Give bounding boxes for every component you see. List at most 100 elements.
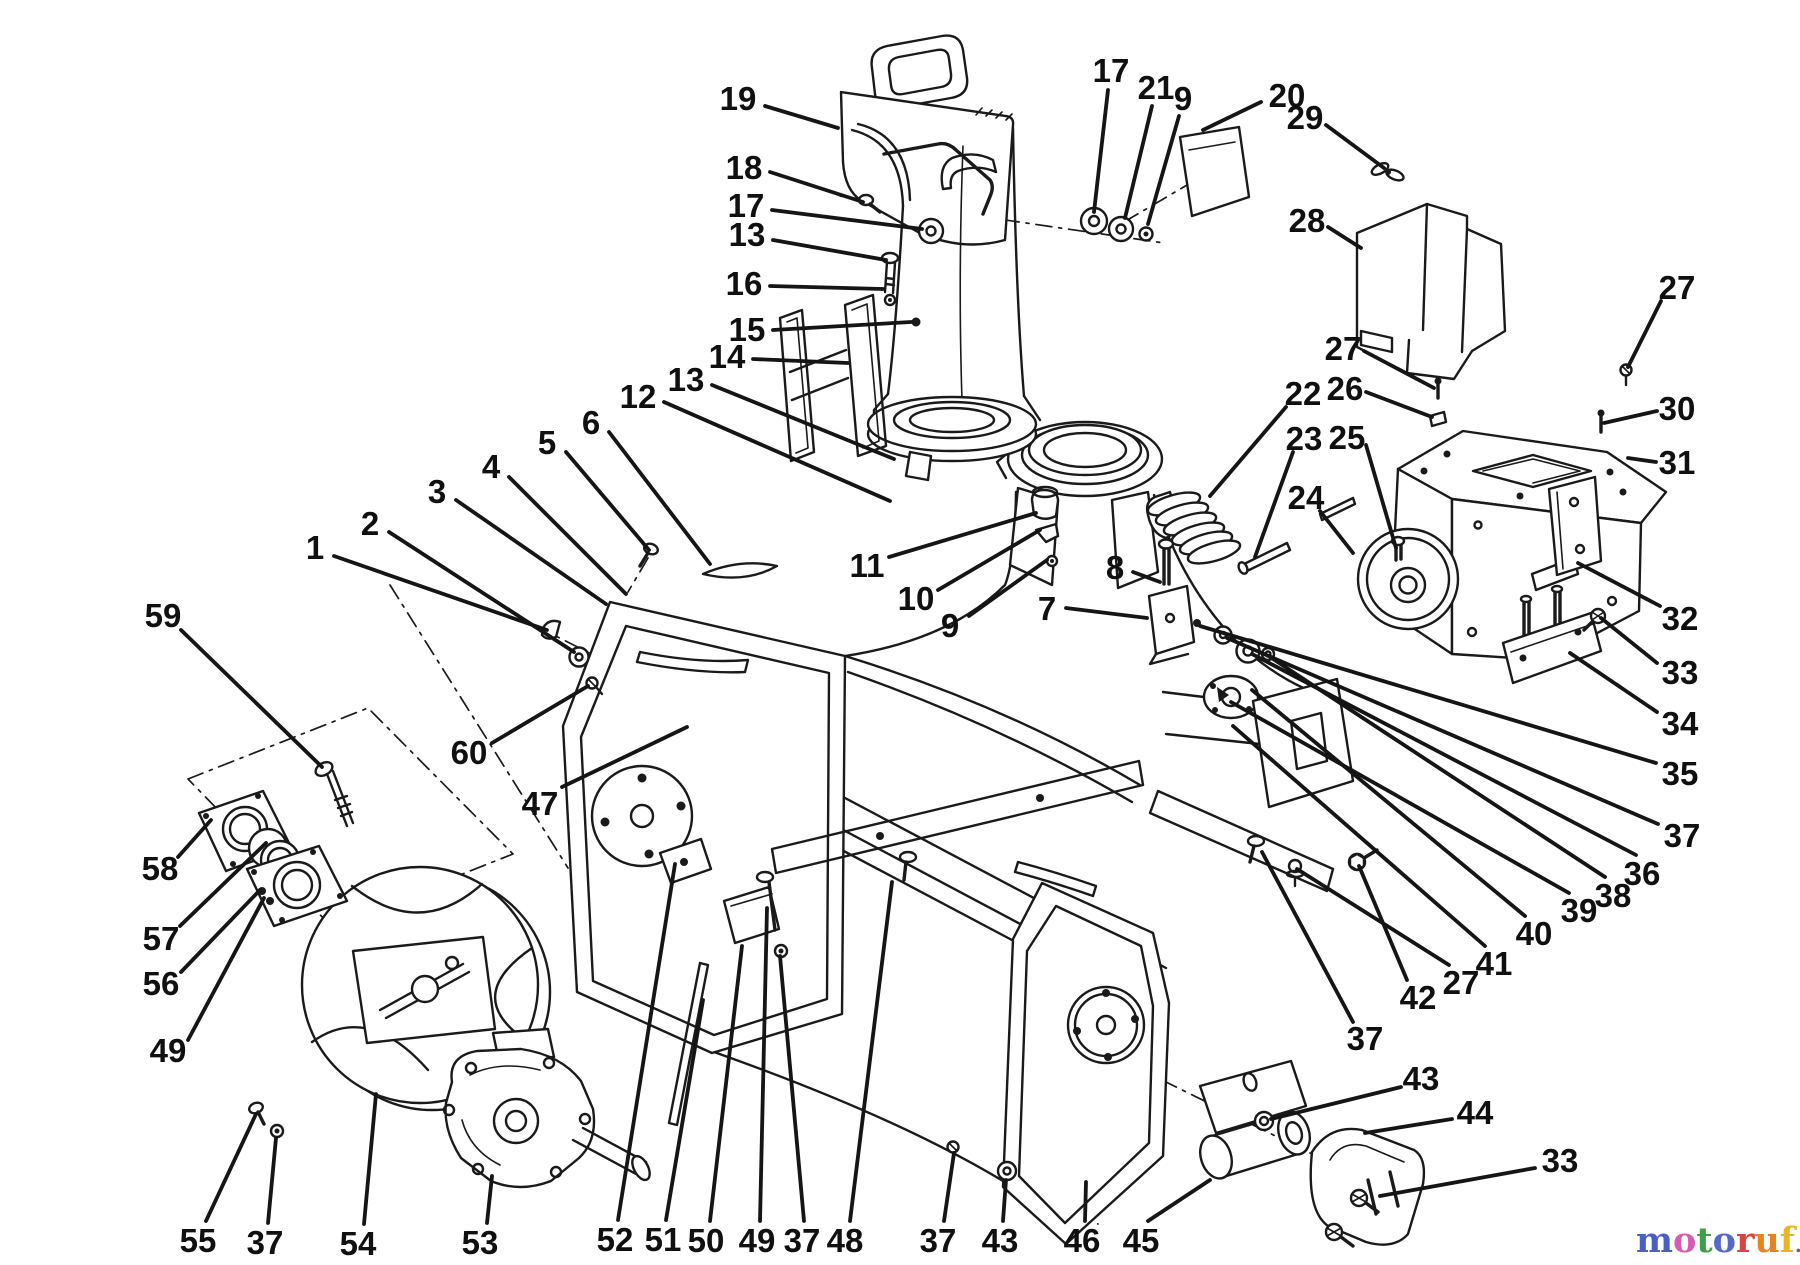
callout-label-37: 37 [920, 1222, 957, 1259]
rear-cover [1355, 162, 1507, 381]
discharge-chute [850, 122, 1042, 482]
callout-leader-10 [936, 528, 1042, 592]
callout-leader-51 [664, 998, 705, 1222]
callout-label-33: 33 [1542, 1142, 1579, 1179]
callout-leader-5 [564, 450, 651, 552]
callout-leader-27 [1295, 867, 1451, 967]
handle-console [839, 34, 1015, 246]
callout-label-9: 9 [1174, 80, 1192, 117]
callout-label-22: 22 [1285, 375, 1322, 412]
callout-leader-17 [1092, 88, 1110, 214]
drive-pulley [1356, 527, 1460, 631]
impeller [300, 865, 552, 1112]
callout-label-12: 12 [620, 378, 657, 415]
callout-leader-47 [560, 725, 689, 789]
callout-leader-60 [490, 684, 590, 745]
callout-leader-12 [662, 400, 892, 503]
washer-43b [1253, 1110, 1275, 1132]
callout-label-40: 40 [1516, 915, 1553, 952]
callout-leader-40 [1250, 688, 1527, 918]
callout-leader-15 [771, 320, 913, 332]
callout-leader-31 [1626, 456, 1658, 464]
callout-label-37: 37 [1347, 1020, 1384, 1057]
callout-label-59: 59 [145, 597, 182, 634]
callout-label-33: 33 [1662, 654, 1699, 691]
callout-leader-1 [332, 554, 549, 632]
callout-label-27: 27 [1325, 330, 1362, 367]
mounting-foot [1501, 584, 1607, 685]
callout-label-10: 10 [898, 580, 935, 617]
callout-label-16: 16 [726, 265, 763, 302]
callout-leader-4 [507, 475, 628, 596]
callout-leader-58 [176, 818, 213, 859]
callout-label-24: 24 [1288, 479, 1325, 516]
callout-leader-20 [1201, 100, 1263, 132]
callout-label-28: 28 [1289, 202, 1326, 239]
callout-label-58: 58 [142, 850, 179, 887]
callout-leader-56 [179, 888, 262, 974]
callout-label-50: 50 [688, 1222, 725, 1259]
panel-vent [635, 650, 750, 674]
pivot-bracket [1147, 538, 1196, 666]
callout-label-52: 52 [597, 1221, 634, 1258]
callout-leader-44 [1363, 1117, 1454, 1135]
callout-leader-50 [708, 944, 744, 1223]
callout-leader-37 [778, 954, 806, 1223]
callout-leader-27 [1626, 299, 1663, 369]
callout-leader-3 [454, 498, 608, 606]
callout-label-20: 20 [1269, 77, 1306, 114]
callout-label-56: 56 [143, 965, 180, 1002]
callout-label-14: 14 [709, 338, 746, 375]
callout-leader-37 [1260, 850, 1355, 1024]
callout-leader-8 [1131, 570, 1162, 584]
callout-label-43: 43 [1403, 1060, 1440, 1097]
callout-label-11: 11 [850, 547, 885, 584]
callout-label-31: 31 [1659, 444, 1696, 481]
callout-label-27: 27 [1659, 269, 1696, 306]
callout-leader-27 [1362, 349, 1436, 390]
callout-label-9: 9 [941, 607, 959, 644]
callout-leader-41 [1231, 724, 1487, 948]
callout-leader-16 [768, 284, 885, 291]
callout-label-29: 29 [1287, 99, 1324, 136]
callout-label-38: 38 [1595, 877, 1632, 914]
callout-label-37: 37 [784, 1222, 821, 1259]
roll-pin [1318, 496, 1357, 522]
shaft-pin [1240, 541, 1292, 574]
callout-leader-45 [1146, 1178, 1212, 1223]
callout-leader-37 [942, 1151, 956, 1223]
chute-support-frames [778, 293, 888, 463]
callout-label-60: 60 [451, 734, 488, 771]
callout-label-8: 8 [1106, 549, 1124, 586]
callout-leader-28 [1326, 225, 1363, 250]
callout-leader-33 [1378, 1166, 1537, 1198]
callout-leader-23 [1253, 450, 1295, 559]
callout-leader-11 [887, 511, 1038, 559]
callout-label-54: 54 [340, 1225, 377, 1262]
callout-label-3: 3 [428, 473, 446, 510]
logo-text[interactable]: motoruf.de [1636, 1220, 1800, 1261]
gearbox [442, 1027, 651, 1189]
crank-rod [882, 141, 994, 216]
callout-leader-42 [1357, 864, 1409, 982]
callout-label-41: 41 [1476, 945, 1513, 982]
callout-label-53: 53 [462, 1224, 499, 1261]
callout-label-36: 36 [1624, 855, 1661, 892]
callout-label-17: 17 [728, 187, 765, 224]
callout-leader-57 [178, 841, 268, 928]
callout-label-37: 37 [1664, 817, 1701, 854]
callout-leader-37 [266, 1136, 278, 1225]
callout-label-34: 34 [1662, 705, 1699, 742]
callout-label-4: 4 [482, 448, 501, 485]
coupling-spring [1145, 490, 1357, 575]
callout-leader-43 [1269, 1085, 1403, 1121]
callout-label-57: 57 [143, 920, 180, 957]
callout-label-23: 23 [1286, 420, 1323, 457]
callout-label-13: 13 [668, 361, 705, 398]
callout-label-39: 39 [1561, 892, 1598, 929]
callout-label-18: 18 [726, 149, 763, 186]
vent-slot [1013, 860, 1098, 898]
washer-43 [996, 1160, 1018, 1182]
